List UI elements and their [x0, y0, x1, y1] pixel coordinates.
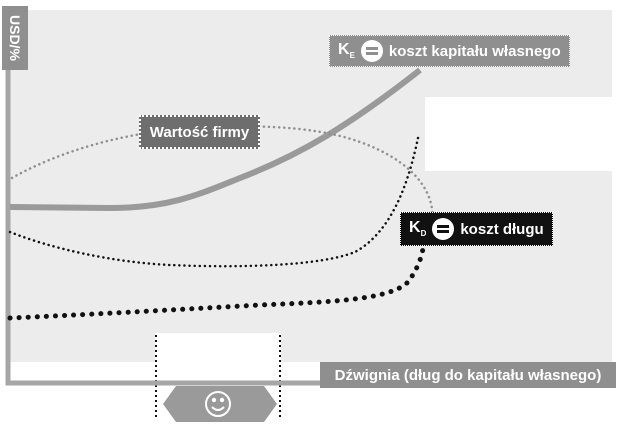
cost-of-debt-symbol: KD: [409, 219, 427, 239]
y-axis-label: USD/%: [7, 15, 23, 61]
optimum-zone: [155, 333, 281, 385]
plot-panel-lower: [8, 171, 612, 362]
equals-icon: [432, 218, 455, 240]
smiley-icon: [205, 391, 231, 417]
cost-of-equity-symbol: KE: [338, 41, 355, 61]
firm-value-curve: [10, 125, 434, 227]
cost-of-equity-label: KE koszt kapitału własnego: [329, 35, 570, 67]
cost-of-debt-curve: [7, 235, 427, 321]
x-axis-label: Dźwignia (dług do kapitału własnego): [320, 362, 616, 388]
cost-of-equity-text: koszt kapitału własnego: [388, 42, 561, 60]
firm-value-lower-curve: [8, 136, 420, 268]
cost-of-debt-text: koszt długu: [460, 220, 544, 238]
cost-of-equity-curve: [9, 67, 422, 212]
optimum-badge: [163, 386, 277, 422]
y-axis-label-box: USD/%: [2, 6, 28, 70]
equals-icon: [360, 40, 383, 62]
cost-of-debt-label: KD koszt długu: [400, 212, 553, 246]
firm-value-label: Wartość firmy: [139, 115, 260, 149]
